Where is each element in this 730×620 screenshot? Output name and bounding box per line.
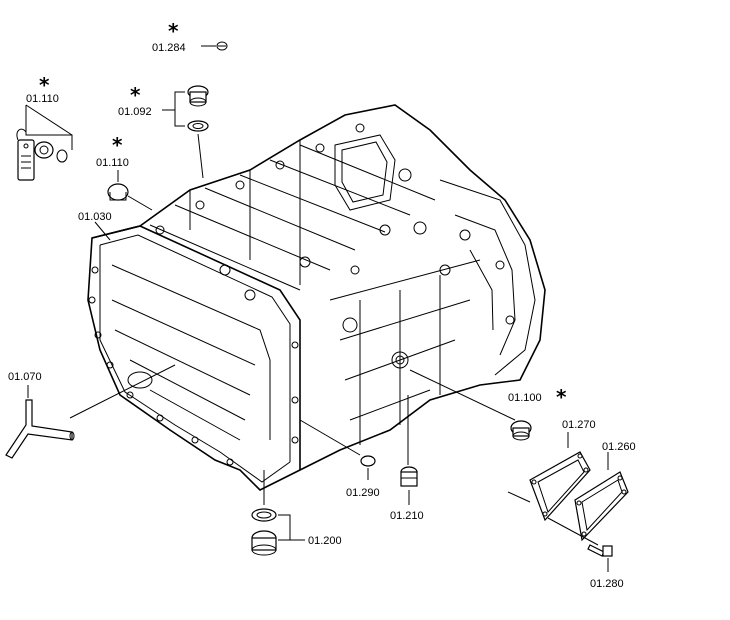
part-01-070-pipe	[5, 364, 176, 459]
part-01-210-plug	[400, 395, 418, 505]
label-01-210: 01.210	[390, 510, 424, 522]
label-01-270: 01.270	[562, 419, 596, 431]
marker-01-284: *	[168, 19, 179, 43]
label-01-110-a: 01.110	[26, 93, 59, 105]
part-01-280-bolt	[587, 544, 613, 572]
marker-01-110-a: *	[39, 73, 50, 97]
part-01-110-plug	[107, 170, 153, 211]
leader-01-030	[94, 221, 111, 241]
marker-01-110-b: *	[112, 133, 123, 157]
part-01-200-plug	[251, 470, 305, 556]
gearbox-housing	[87, 104, 546, 491]
label-01-110-b: 01.110	[96, 157, 129, 169]
label-01-070: 01.070	[8, 371, 42, 383]
part-labels: * 01.284 * 01.110 * 01.092 * 01.110 01.0…	[8, 19, 636, 590]
label-01-200: 01.200	[308, 535, 342, 547]
part-01-110-breather	[16, 104, 73, 181]
part-01-260-cover	[547, 452, 629, 546]
label-01-260: 01.260	[602, 441, 636, 453]
label-01-030: 01.030	[78, 211, 112, 223]
part-01-290-plug	[299, 419, 376, 480]
marker-01-092: *	[130, 83, 141, 107]
label-01-100: 01.100	[508, 392, 542, 404]
part-01-100-plug	[409, 369, 532, 441]
label-01-092: 01.092	[118, 106, 152, 118]
marker-01-100: *	[556, 385, 567, 409]
part-01-092-plug	[162, 85, 209, 179]
label-01-280: 01.280	[590, 578, 624, 590]
part-01-284	[201, 41, 228, 51]
part-01-270-gasket	[507, 432, 591, 522]
label-01-284: 01.284	[152, 42, 186, 54]
label-01-290: 01.290	[346, 487, 380, 499]
